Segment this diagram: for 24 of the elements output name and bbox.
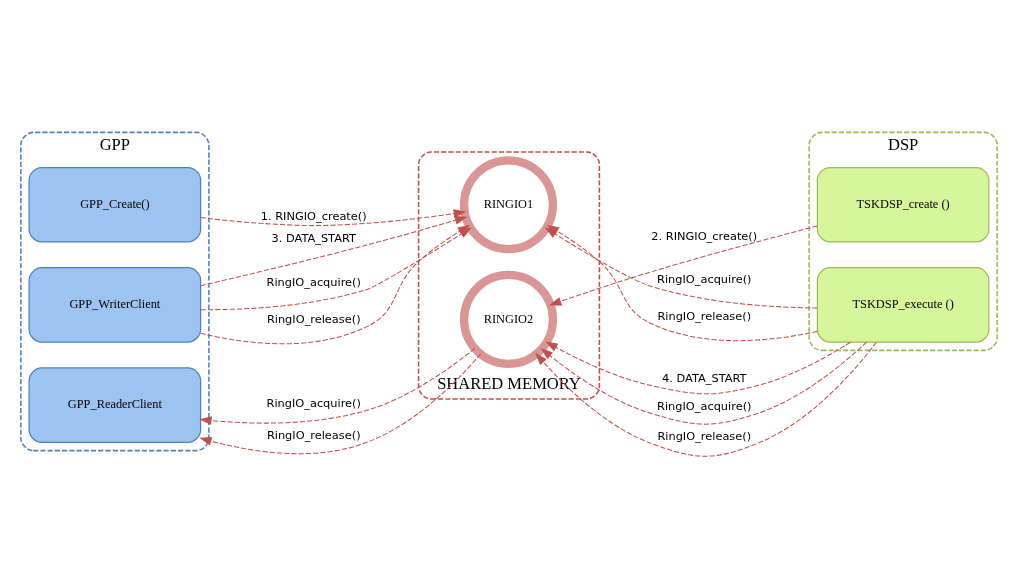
arrow bbox=[535, 341, 877, 457]
edge-label: RingIO_acquire() bbox=[266, 396, 361, 410]
edge-label: 4. DATA_START bbox=[662, 371, 747, 386]
edge-label: 1. RINGIO_create() bbox=[260, 209, 367, 224]
edge-label: 3. DATA_START bbox=[271, 230, 356, 245]
edge-label: 2. RINGIO_create() bbox=[651, 228, 758, 243]
arrow bbox=[545, 341, 851, 395]
node-box: GPP_WriterClient bbox=[28, 267, 202, 343]
node-box: TSKDSP_execute () bbox=[816, 267, 990, 343]
edge-label: RingIO_release() bbox=[657, 429, 752, 444]
node-box: TSKDSP_create () bbox=[816, 166, 990, 243]
arrow bbox=[200, 216, 468, 287]
edge-label: RingIO_release() bbox=[266, 428, 361, 443]
node-box: GPP_ReaderClient bbox=[28, 367, 202, 443]
edge-label: RingIO_acquire() bbox=[266, 275, 361, 290]
edge-label: RingIO_acquire() bbox=[657, 272, 752, 287]
edge-label: RingIO_release() bbox=[657, 309, 752, 324]
edge-label: RingIO_acquire() bbox=[657, 399, 752, 414]
arrow bbox=[199, 353, 482, 455]
edge-label: RingIO_release() bbox=[266, 312, 361, 327]
arrow bbox=[540, 341, 867, 425]
arrow bbox=[200, 209, 467, 227]
arrow bbox=[199, 347, 476, 425]
node-box: GPP_Create() bbox=[28, 166, 202, 243]
